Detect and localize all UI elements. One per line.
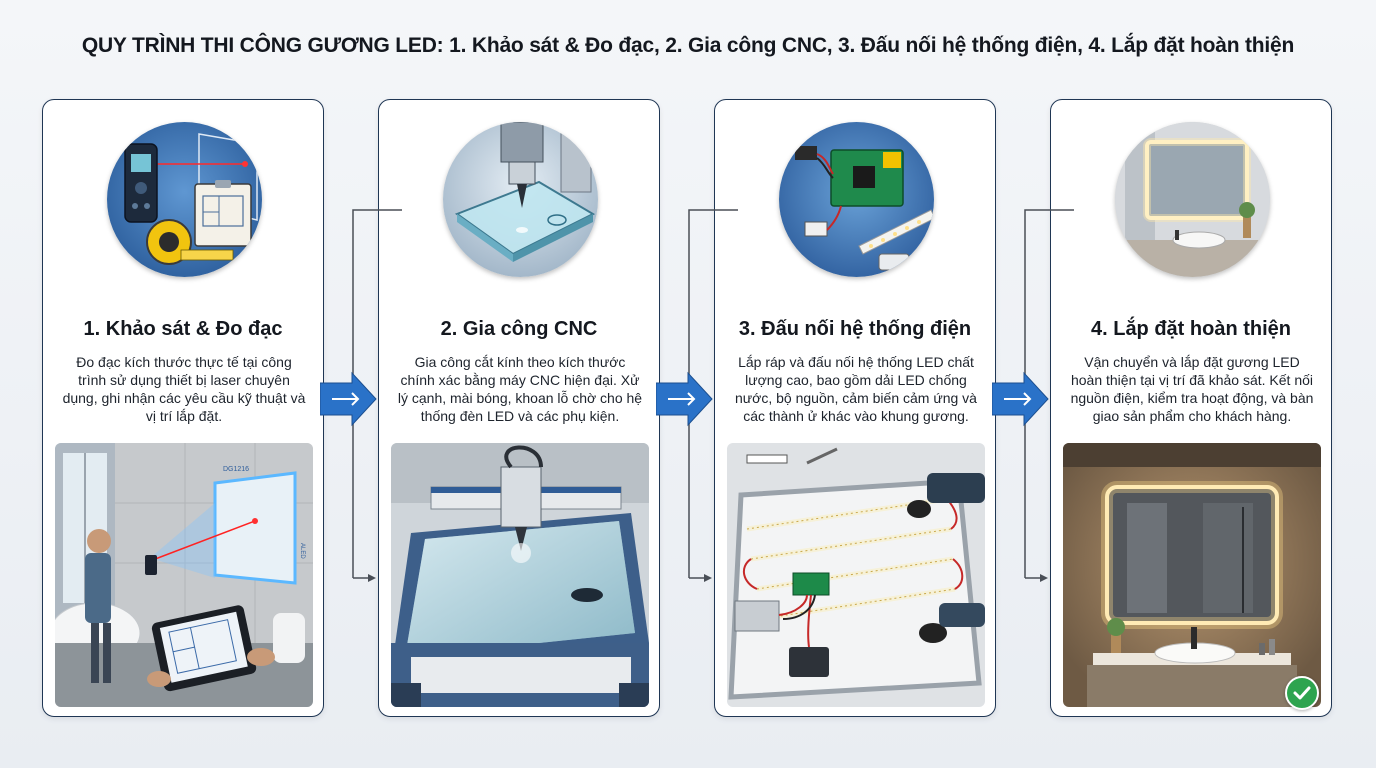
laser-display-label: DG1216 bbox=[223, 466, 249, 473]
side-tag-label: ALED bbox=[299, 543, 305, 559]
step-card-survey: 1. Khảo sát & Đo đạc Đo đạc kích thước t… bbox=[42, 99, 324, 717]
step-card-install: 4. Lắp đặt hoàn thiện Vận chuyển và lắp … bbox=[1050, 99, 1332, 717]
step-card-cnc: 2. Gia công CNC Gia công cắt kính theo k… bbox=[378, 99, 660, 717]
cnc-cutting-icon bbox=[443, 122, 598, 277]
wiring-photo bbox=[727, 443, 985, 707]
checkmark-icon bbox=[1285, 676, 1319, 710]
step-title: 1. Khảo sát & Đo đạc bbox=[83, 318, 283, 340]
flow-connector-1-2 bbox=[320, 209, 402, 582]
step-card-wiring: 3. Đấu nối hệ thống điện Lắp ráp và đấu … bbox=[714, 99, 996, 717]
step-description: Gia công cắt kính theo kích thước chính … bbox=[397, 354, 643, 424]
flow-connector-2-3 bbox=[656, 209, 738, 582]
led-mirror-icon bbox=[1115, 122, 1270, 277]
install-photo bbox=[1063, 443, 1321, 707]
page-title: QUY TRÌNH THI CÔNG GƯƠNG LED: 1. Khảo sá… bbox=[81, 34, 1295, 57]
step-description: Đo đạc kích thước thực tế tại công trình… bbox=[62, 354, 306, 424]
flow-connector-3-4 bbox=[992, 209, 1074, 582]
step-description: Lắp ráp và đấu nối hệ thống LED chất lượ… bbox=[735, 354, 977, 424]
step-description: Vận chuyển và lắp đặt gương LED hoàn thi… bbox=[1070, 354, 1314, 424]
laser-measure-icon bbox=[107, 122, 262, 277]
step-title: 3. Đấu nối hệ thống điện bbox=[738, 318, 972, 340]
survey-photo: DG1216 ALED bbox=[55, 443, 313, 707]
step-title: 2. Gia công CNC bbox=[440, 318, 598, 340]
cnc-photo bbox=[391, 443, 649, 707]
step-title: 4. Lắp đặt hoàn thiện bbox=[1090, 318, 1291, 340]
circuit-board-icon bbox=[779, 122, 934, 277]
